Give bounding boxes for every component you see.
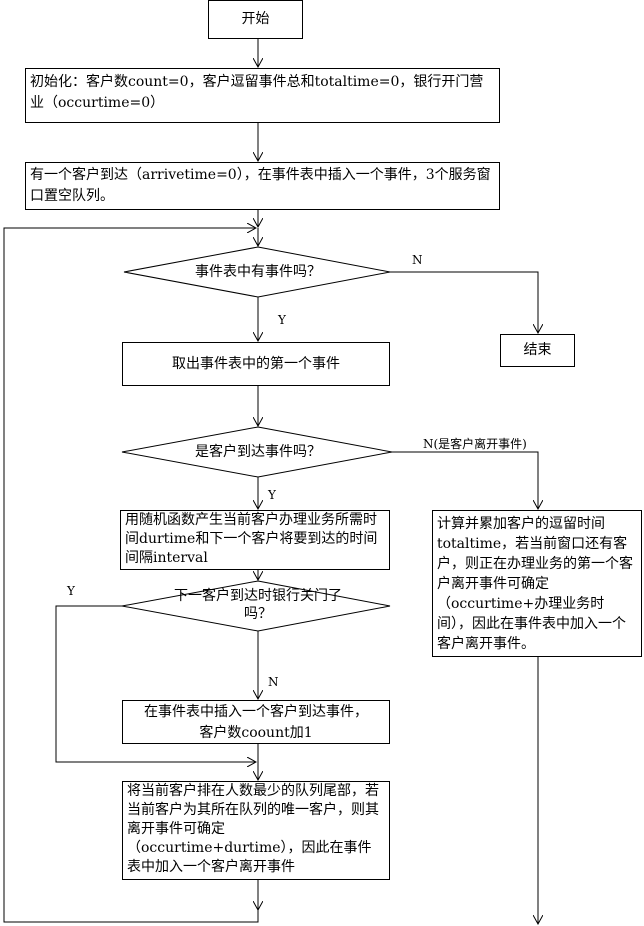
edge-label-bank-closed-yes: Y	[67, 584, 75, 598]
edge-label-has-event-no: N	[412, 253, 423, 267]
has-event-label: 事件表中有事件吗？	[195, 264, 321, 280]
take-first-label: 取出事件表中的第一个事件	[172, 355, 340, 372]
arrow-bank-closed-yes-bypass	[55, 605, 256, 762]
init-label: 初始化：客户数count=0，客户逗留事件总和totaltime=0，银行开门营…	[30, 74, 484, 111]
departure-node: 计算并累加客户的逗留时间totaltime，若当前窗口还有客户，则正在办理业务的…	[432, 510, 642, 657]
queue-customer-label: 将当前客户排在人数最少的队列尾部，若当前客户为其所在队列的唯一客户，则其离开事件…	[127, 783, 379, 875]
edge-label-is-arrival-yes: Y	[268, 488, 276, 502]
arrow-has-event-no-to-end	[390, 271, 538, 333]
loop-back-line	[3, 228, 259, 923]
start-label: 开始	[241, 11, 270, 27]
start-node: 开始	[208, 0, 303, 39]
insert-arrival-label-2: 客户数coount加1	[199, 725, 313, 741]
insert-arrival-node: 在事件表中插入一个客户到达事件， 客户数coount加1	[122, 700, 390, 744]
edge-label-bank-closed-no: N	[268, 675, 279, 689]
random-gen-label: 用随机函数产生当前客户办理业务所需时间durtime和下一个客户将要到达的时间间…	[125, 512, 378, 566]
edge-label-is-arrival-no: N(是客户离开事件)	[423, 437, 527, 451]
queue-customer-node: 将当前客户排在人数最少的队列尾部，若当前客户为其所在队列的唯一客户，则其离开事件…	[122, 781, 390, 880]
take-first-node: 取出事件表中的第一个事件	[122, 342, 390, 386]
departure-label: 计算并累加客户的逗留时间totaltime，若当前窗口还有客户，则正在办理业务的…	[437, 516, 633, 652]
is-arrival-label: 是客户到达事件吗？	[195, 444, 321, 460]
bank-closed-label-2: 吗？	[244, 606, 272, 622]
random-gen-node: 用随机函数产生当前客户办理业务所需时间durtime和下一个客户将要到达的时间间…	[120, 510, 390, 570]
insert-arrival-label-1: 在事件表中插入一个客户到达事件，	[144, 704, 368, 720]
bank-closed-label-1: 下一客户到达时银行关门了	[174, 588, 342, 604]
first-arrival-label: 有一个客户到达（arrivetime=0），在事件表中插入一个事件，3个服务窗口…	[30, 167, 491, 204]
end-label: 结束	[523, 342, 552, 358]
init-node: 初始化：客户数count=0，客户逗留事件总和totaltime=0，银行开门营…	[25, 68, 500, 123]
edge-label-has-event-yes: Y	[278, 313, 286, 327]
arrow-is-arrival-no-to-departure	[392, 451, 538, 509]
first-arrival-node: 有一个客户到达（arrivetime=0），在事件表中插入一个事件，3个服务窗口…	[25, 162, 500, 210]
end-node: 结束	[500, 334, 575, 367]
